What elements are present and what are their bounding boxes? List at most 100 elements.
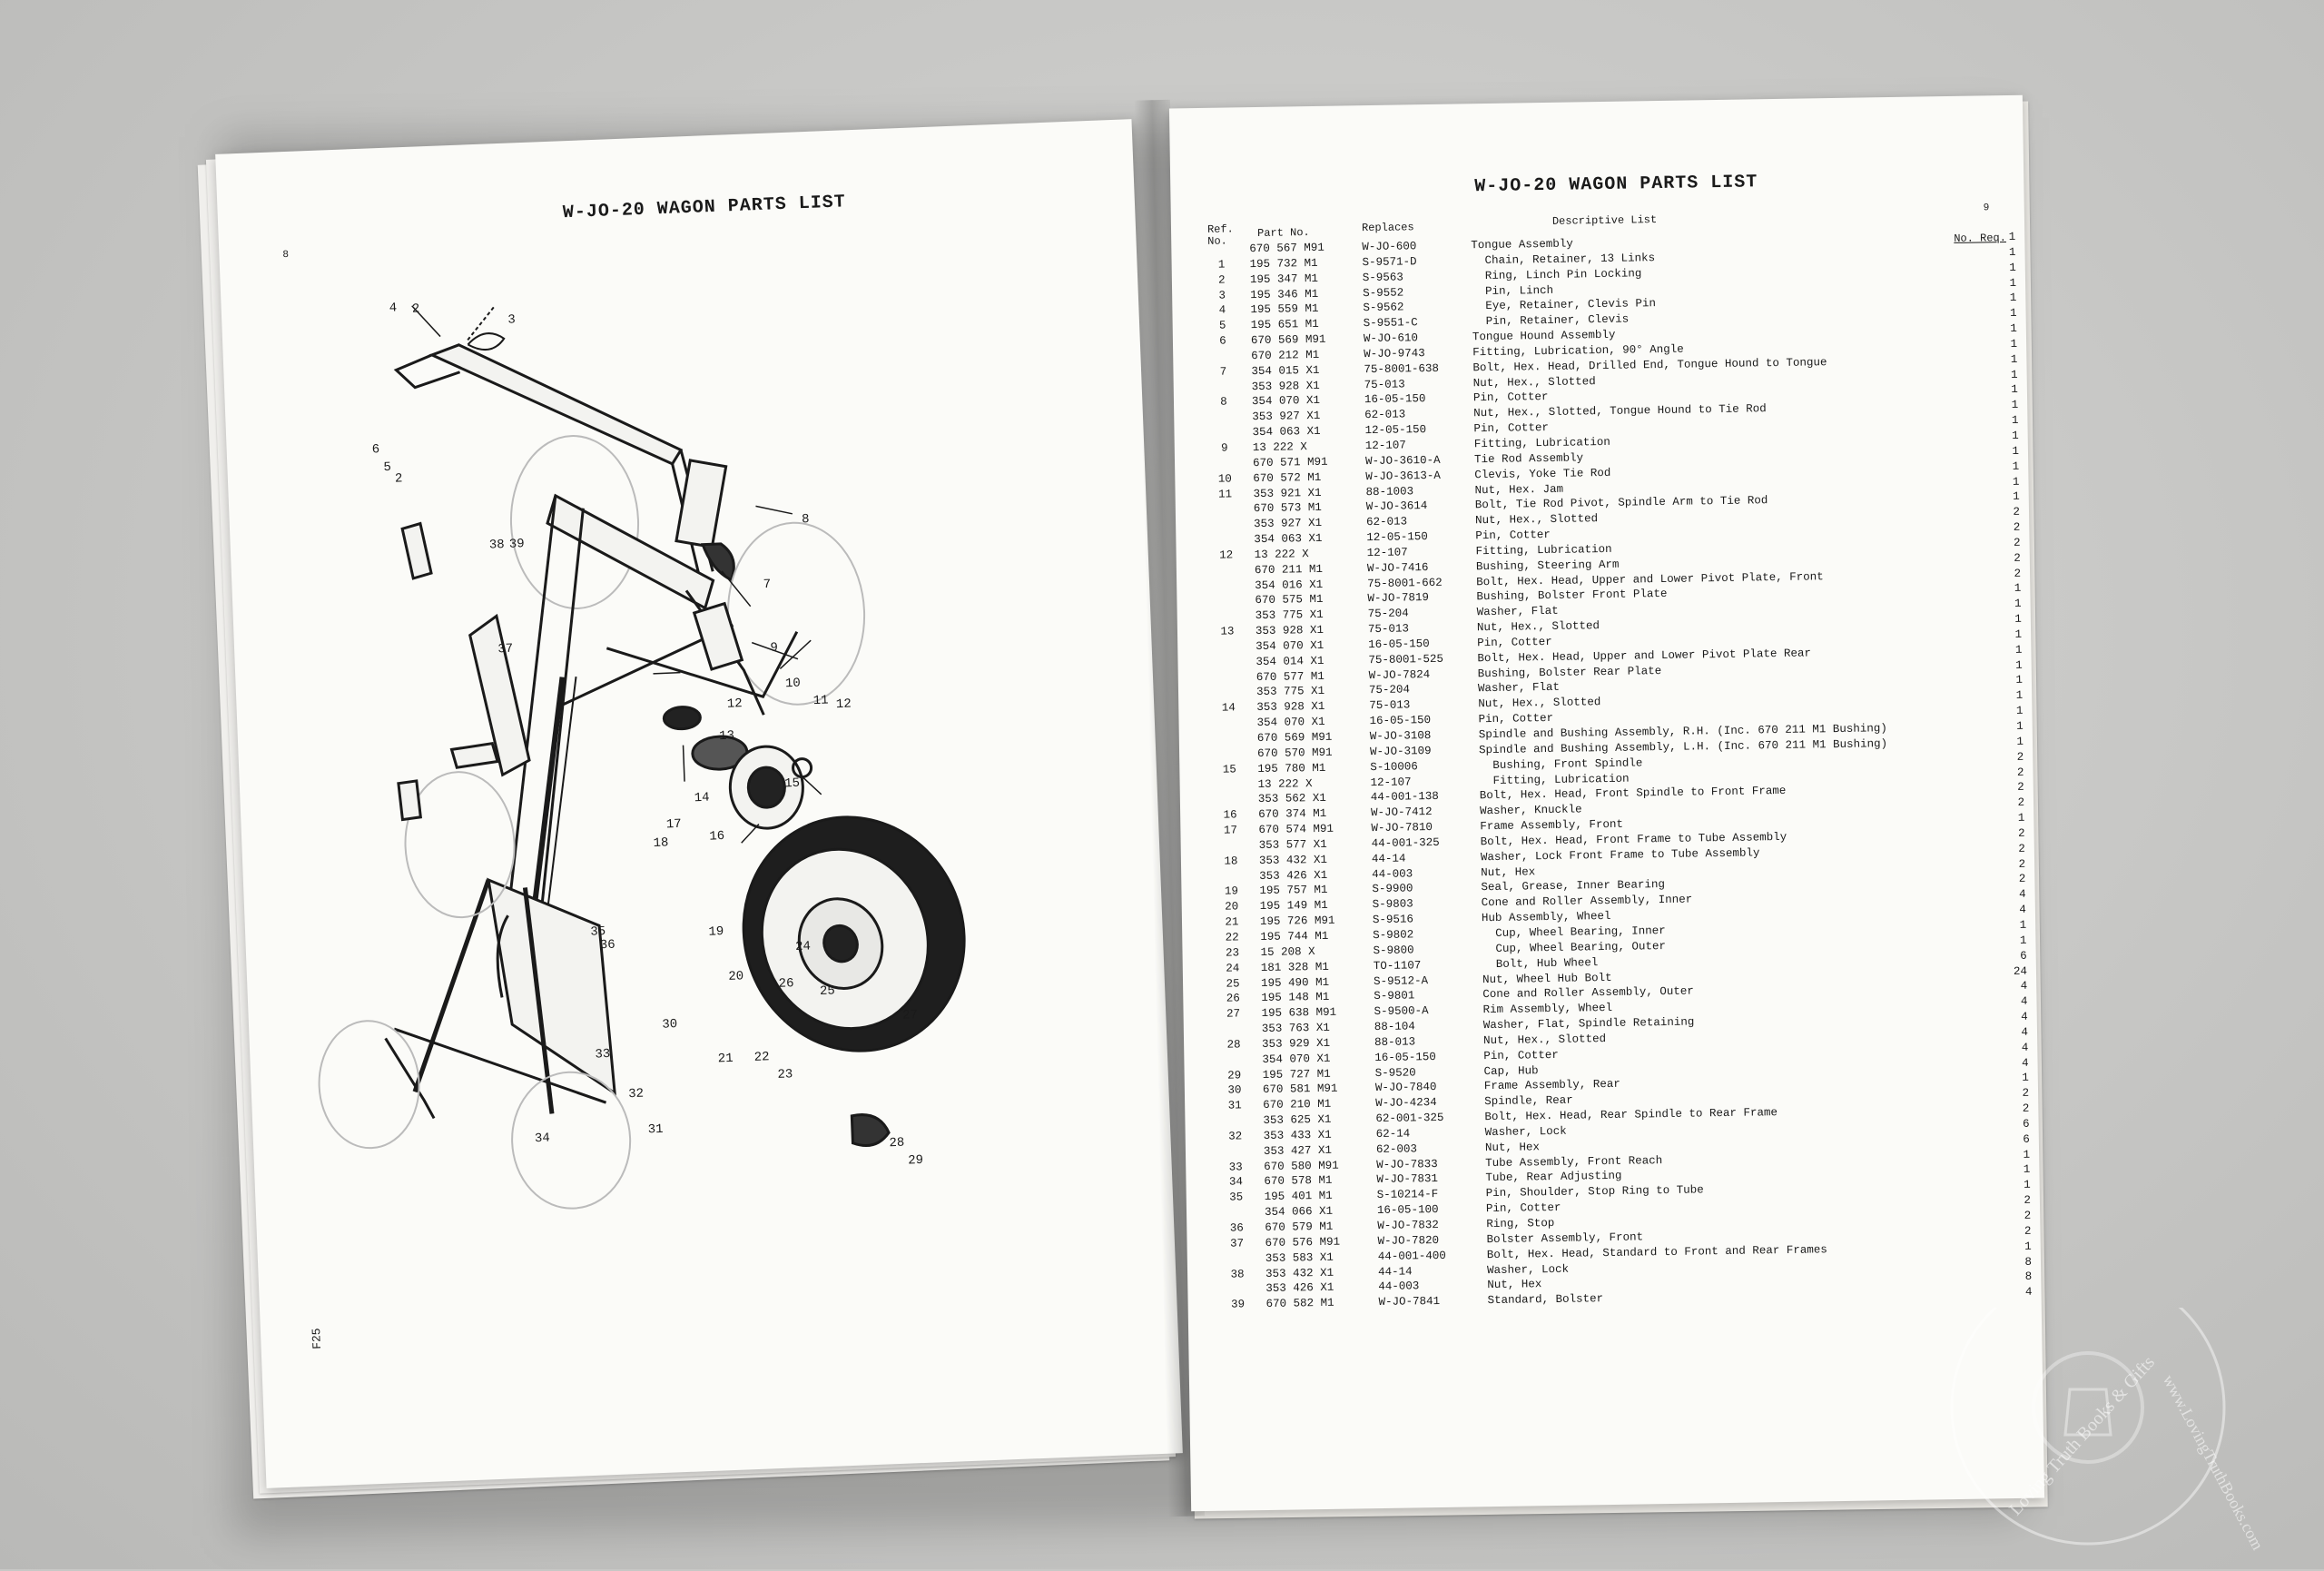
- replaces-cell: W-JO-7840: [1375, 1080, 1437, 1096]
- replaces-cell: W-JO-3109: [1370, 744, 1432, 760]
- description-cell: Pin, Cotter: [1483, 1048, 1559, 1064]
- part-number-cell: 353 928 X1: [1252, 379, 1320, 395]
- ref-cell: 2: [1208, 272, 1236, 288]
- ref-cell: 14: [1215, 701, 1242, 716]
- quantity-cell: 1: [2012, 1162, 2030, 1178]
- header-part: Part No.: [1257, 226, 1310, 240]
- replaces-cell: W-JO-4234: [1375, 1095, 1437, 1112]
- quantity-cell: 1: [2003, 597, 2021, 612]
- replaces-cell: 12-107: [1370, 775, 1411, 791]
- part-number-cell: 353 583 X1: [1265, 1250, 1334, 1266]
- quantity-cell: 4: [2010, 1055, 2028, 1071]
- replaces-cell: 75-8001-638: [1364, 361, 1439, 378]
- part-number-cell: 354 063 X1: [1254, 531, 1322, 548]
- replaces-cell: S-9563: [1363, 270, 1403, 286]
- replaces-cell: 44-001-138: [1371, 789, 1439, 805]
- callout-12: 12: [836, 697, 852, 712]
- part-number-cell: 353 426 X1: [1259, 867, 1327, 884]
- ref-cell: 6: [1209, 333, 1236, 349]
- callout-37: 37: [497, 642, 513, 657]
- quantity-cell: 2: [2013, 1209, 2031, 1224]
- replaces-cell: S-9800: [1373, 943, 1413, 959]
- quantity-cell: 1: [2004, 704, 2023, 719]
- callout-6: 6: [371, 442, 379, 457]
- part-number-cell: 353 432 X1: [1265, 1265, 1334, 1281]
- ref-cell: 8: [1210, 395, 1237, 410]
- callout-32: 32: [628, 1087, 644, 1102]
- description-cell: Nut, Hex. Jam: [1474, 481, 1563, 498]
- part-number-cell: 670 374 M1: [1258, 806, 1326, 823]
- replaces-cell: 75-013: [1369, 698, 1410, 715]
- replaces-cell: W-JO-7820: [1377, 1233, 1439, 1250]
- part-number-cell: 353 763 X1: [1262, 1021, 1330, 1037]
- replaces-cell: W-JO-3614: [1366, 499, 1428, 515]
- quantity-cell: 1: [2000, 413, 2018, 429]
- part-number-cell: 353 928 X1: [1256, 699, 1324, 716]
- description-cell: Pin, Cotter: [1486, 1200, 1561, 1217]
- description-cell: Standard, Bolster: [1487, 1291, 1603, 1309]
- callout-11: 11: [812, 693, 828, 708]
- description-cell: Nut, Hex., Slotted: [1478, 695, 1600, 712]
- callout-19: 19: [708, 924, 724, 940]
- ref-cell: 11: [1211, 487, 1238, 502]
- replaces-cell: W-JO-3610-A: [1365, 453, 1441, 469]
- part-number-cell: 670 567 M91: [1249, 241, 1324, 257]
- quantity-cell: 1: [1999, 337, 2017, 352]
- part-number-cell: 670 581 M91: [1263, 1082, 1338, 1098]
- header-desc: Descriptive List: [1552, 213, 1657, 228]
- quantity-cell: 1: [1998, 275, 2016, 291]
- replaces-cell: S-9516: [1373, 912, 1413, 928]
- replaces-cell: S-9520: [1375, 1065, 1416, 1082]
- quantity-cell: 1: [2002, 489, 2020, 505]
- quantity-cell: 2: [2005, 765, 2024, 780]
- part-number-cell: 670 573 M1: [1254, 500, 1322, 517]
- ref-cell: 12: [1213, 548, 1240, 563]
- replaces-cell: W-JO-7819: [1367, 590, 1429, 607]
- ref-cell: 36: [1223, 1220, 1250, 1236]
- part-number-cell: 195 148 M1: [1261, 990, 1329, 1006]
- callout-22: 22: [753, 1050, 769, 1065]
- part-number-cell: 353 929 X1: [1262, 1036, 1330, 1052]
- quantity-cell: 2: [2002, 505, 2020, 520]
- quantity-cell: 4: [2010, 1010, 2028, 1025]
- replaces-cell: 12-107: [1367, 545, 1408, 561]
- callout-2b: 2: [395, 471, 403, 486]
- part-number-cell: 353 927 X1: [1252, 409, 1320, 425]
- part-number-cell: 353 577 X1: [1259, 837, 1327, 854]
- quantity-cell: 1: [1997, 230, 2015, 245]
- part-number-cell: 670 210 M1: [1263, 1097, 1331, 1113]
- quantity-cell: 2: [2013, 1193, 2031, 1209]
- replaces-cell: S-9900: [1372, 882, 1413, 898]
- quantity-cell: 2: [2007, 842, 2025, 857]
- quantity-cell: 1: [2004, 627, 2022, 643]
- figure-label: F25: [310, 1328, 324, 1349]
- description-cell: Ring, Stop: [1486, 1216, 1554, 1232]
- description-cell: Pin, Linch: [1472, 282, 1553, 299]
- header-replaces: Replaces: [1362, 221, 1414, 234]
- quantity-cell: 2: [2007, 872, 2025, 887]
- callout-20: 20: [728, 969, 743, 984]
- callout-24: 24: [795, 939, 811, 954]
- callout-7: 7: [763, 578, 771, 592]
- replaces-cell: S-9512-A: [1374, 973, 1428, 990]
- ref-cell: 25: [1219, 976, 1246, 992]
- left-page: W-JO-20 WAGON PARTS LIST 8: [215, 119, 1183, 1488]
- part-number-cell: 353 427 X1: [1264, 1143, 1332, 1160]
- quantity-cell: 24: [2009, 963, 2027, 979]
- quantity-cell: 1: [2001, 444, 2019, 459]
- replaces-cell: S-9801: [1374, 989, 1414, 1005]
- part-number-cell: 195 651 M1: [1251, 317, 1319, 333]
- description-cell: Washer, Lock: [1487, 1261, 1569, 1278]
- replaces-cell: S-9551-C: [1364, 315, 1418, 331]
- replaces-cell: 16-05-150: [1364, 392, 1426, 409]
- replaces-cell: 75-013: [1364, 377, 1405, 393]
- part-number-cell: 353 433 X1: [1264, 1128, 1332, 1144]
- rear-frame: [379, 875, 615, 1120]
- ref-cell: 30: [1221, 1083, 1248, 1099]
- replaces-cell: 75-204: [1368, 607, 1409, 623]
- part-number-cell: 353 775 X1: [1256, 684, 1324, 700]
- quantity-cell: 2: [2002, 536, 2020, 551]
- description-cell: Washer, Knuckle: [1480, 803, 1582, 820]
- replaces-cell: W-JO-7832: [1377, 1218, 1439, 1234]
- part-number-cell: 13 222 X: [1253, 440, 1307, 456]
